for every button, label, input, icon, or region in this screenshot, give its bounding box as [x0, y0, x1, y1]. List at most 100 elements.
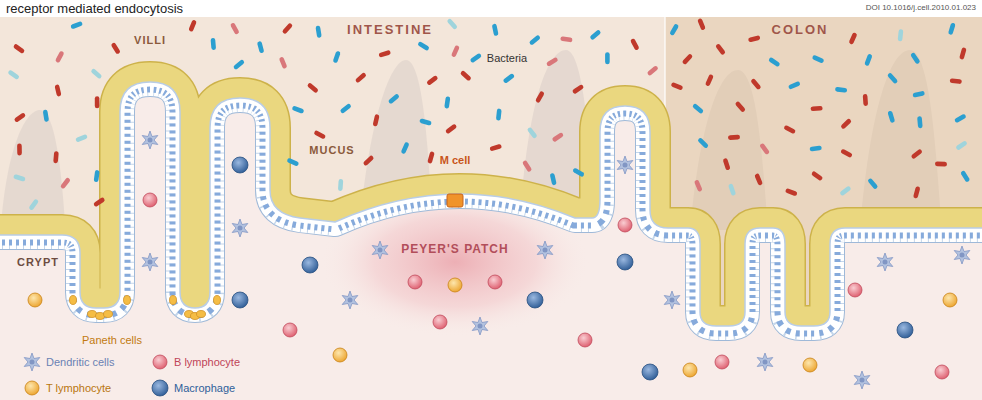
- lamina-propria: [0, 82, 982, 400]
- bacterium: [697, 137, 709, 149]
- bacterium: [333, 51, 341, 64]
- immune-cells: [28, 131, 970, 389]
- bacterium-body: [363, 155, 375, 167]
- bacterium: [282, 23, 293, 35]
- bacterium-body: [759, 143, 770, 155]
- bacterium: [955, 140, 968, 151]
- legend-t-lymphocyte: T lymphocyte: [46, 382, 111, 395]
- dendritic-cell-nucleus: [238, 226, 243, 231]
- bacterium: [669, 23, 679, 36]
- bacterium-body: [898, 29, 904, 41]
- bacterium: [630, 38, 640, 51]
- bacterium: [388, 93, 400, 104]
- bacterium-body: [489, 144, 502, 152]
- bacterium: [910, 52, 921, 65]
- bacterium: [444, 96, 450, 109]
- bacterium-body: [28, 198, 39, 210]
- villus-shadow: [690, 70, 768, 230]
- bacterium: [70, 21, 83, 29]
- bacterium: [363, 155, 375, 167]
- bacterium: [694, 179, 703, 192]
- bacterium-body: [960, 170, 970, 183]
- dendritic-cell-body: [24, 353, 40, 371]
- bacterium-body: [552, 132, 565, 143]
- dendritic-cell-body: [617, 156, 633, 174]
- legend-dendritic: Dendritic cells: [46, 356, 114, 369]
- bacterium: [286, 158, 299, 167]
- dendritic-cell-nucleus: [543, 248, 548, 253]
- bacterium: [728, 183, 736, 196]
- bacterium: [788, 81, 801, 90]
- bacterium: [307, 82, 319, 93]
- bacterium: [13, 43, 25, 54]
- bacterium: [754, 173, 763, 186]
- legend-b-lymphocyte: B lymphocyte: [174, 356, 240, 369]
- bacterium: [912, 91, 925, 98]
- bacterium: [60, 177, 71, 189]
- bacterium: [692, 103, 704, 114]
- bacterium: [715, 43, 726, 55]
- bacterium: [812, 55, 825, 64]
- legend-icon: [153, 355, 167, 369]
- bacterium-body: [560, 36, 573, 42]
- bacterium-body: [715, 43, 726, 55]
- bacterium: [546, 57, 559, 67]
- bacterium-body: [754, 173, 763, 186]
- region-label: INTESTINE: [347, 23, 433, 38]
- bacterium-body: [812, 55, 825, 64]
- bacterium: [839, 185, 851, 196]
- bacterium-icon: [470, 53, 482, 64]
- bacterium: [959, 47, 967, 60]
- bacterium: [489, 144, 502, 152]
- bacterium-body: [315, 26, 321, 39]
- bacterium-body: [257, 41, 265, 54]
- b-lymphocyte: [283, 323, 297, 337]
- bacterium-body: [90, 68, 102, 79]
- macrophage: [527, 292, 543, 308]
- dendritic-cell: [954, 246, 970, 264]
- bacterium: [723, 158, 731, 171]
- bacterium-body: [954, 113, 967, 123]
- bacterium: [735, 101, 746, 113]
- bacterium-body: [470, 53, 482, 64]
- bacterium-body: [307, 82, 319, 93]
- bacterium-body: [282, 23, 293, 35]
- bacterium: [53, 151, 59, 163]
- bacterium-body: [535, 91, 545, 104]
- dendritic-cell-body: [537, 241, 553, 259]
- bacterium-body: [529, 35, 541, 46]
- bacterium: [935, 161, 947, 166]
- bacterium-body: [460, 70, 472, 81]
- bacterium: [313, 130, 326, 140]
- bacterium-body: [912, 91, 925, 98]
- bacterium-body: [630, 38, 640, 51]
- bacterium: [960, 170, 970, 183]
- bacterium: [503, 73, 515, 84]
- bacterium-body: [94, 170, 100, 183]
- bacterium-body: [810, 106, 822, 111]
- dendritic-cell-body: [877, 253, 893, 271]
- bacterium-body: [93, 197, 106, 208]
- bacterium-body: [70, 21, 83, 29]
- bacterium-body: [835, 87, 847, 93]
- bacterium-body: [230, 22, 240, 35]
- bacterium: [898, 29, 904, 41]
- doi-note: DOI 10.1016/j.cell.2010.01.023: [866, 3, 976, 12]
- bacterium: [54, 84, 61, 97]
- bacterium-body: [848, 32, 857, 45]
- dendritic-cell: [472, 317, 488, 335]
- dendritic-cell: [854, 371, 870, 389]
- paneth-cells: [70, 296, 221, 320]
- bacterium-body: [388, 93, 400, 104]
- bacterium: [292, 105, 305, 113]
- bacterium: [840, 118, 852, 130]
- bacterium-body: [340, 103, 352, 114]
- bacterium-body: [867, 178, 878, 190]
- bacterium: [867, 178, 878, 190]
- bacterium-body: [313, 130, 326, 140]
- bacterium-body: [748, 35, 761, 42]
- t-lymphocyte: [683, 363, 697, 377]
- dendritic-cell-nucleus: [478, 324, 483, 329]
- bacterium: [887, 72, 898, 84]
